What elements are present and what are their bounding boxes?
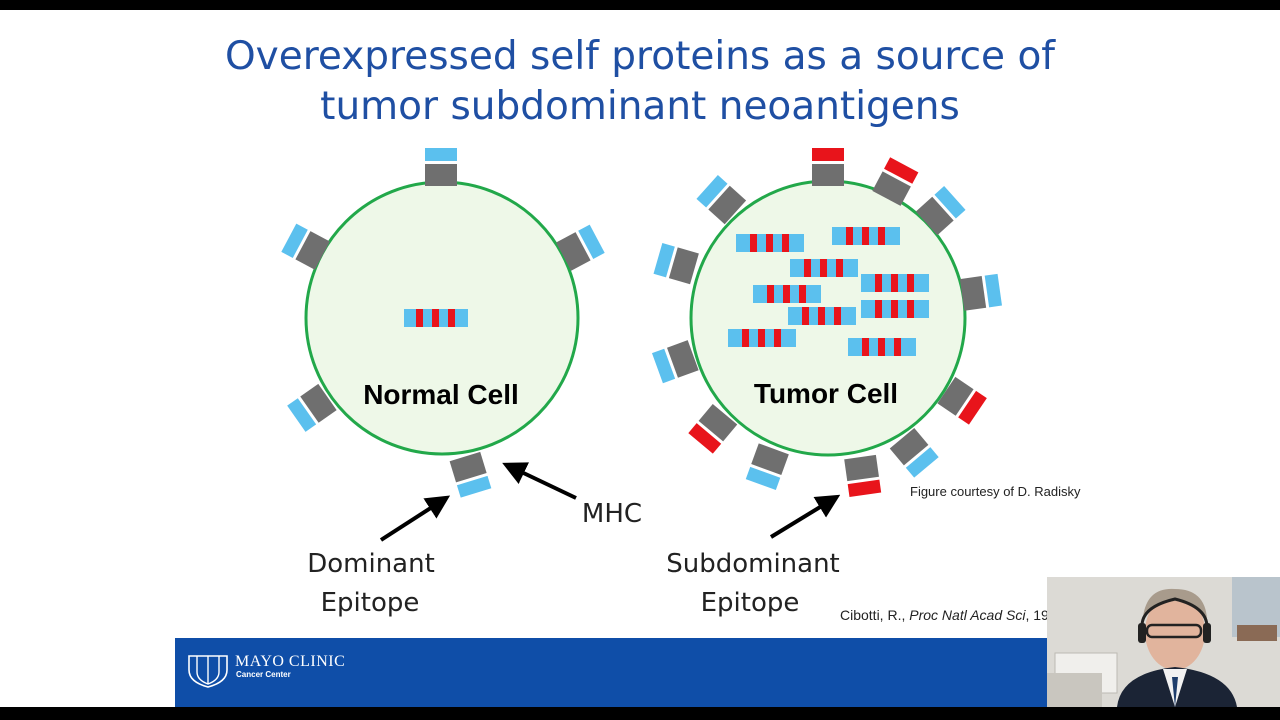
mhc-complex (696, 175, 747, 225)
tumor-cell-proteins (728, 227, 929, 356)
mhc-complex (844, 454, 882, 497)
subdominant-epitope-arrow (769, 494, 841, 539)
tumor-cell-label: Tumor Cell (754, 378, 898, 409)
mhc-arrow (502, 462, 577, 500)
subdominant-label-line2: Epitope (701, 588, 800, 618)
mayo-clinic-logo: MAYO CLINIC Cancer Center (187, 654, 345, 688)
subdominant-label-line1: Subdominant (666, 549, 840, 579)
mhc-complex (812, 148, 844, 186)
logo-name: MAYO CLINIC (235, 653, 346, 670)
dominant-label-line2: Epitope (321, 588, 420, 618)
slide-title-line2: tumor subdominant neoantigens (320, 84, 960, 129)
mayo-shield-icon (188, 655, 228, 688)
citation: Cibotti, R., Proc Natl Acad Sci, 19 (840, 607, 1049, 623)
letterbox-bottom (0, 707, 1280, 720)
mhc-complex (688, 403, 738, 454)
mhc-complex (287, 383, 337, 432)
mhc-complex (745, 443, 789, 491)
slide: Overexpressed self proteins as a source … (0, 10, 1280, 707)
mhc-complex (449, 451, 492, 498)
citation-rest: , 19 (1025, 607, 1049, 623)
tumor-cell: Tumor Cell (651, 148, 1002, 497)
normal-cell-protein (404, 309, 468, 327)
footer-bar: MAYO CLINIC Cancer Center (175, 638, 1055, 707)
citation-author: Cibotti, R., (840, 607, 910, 623)
slide-title-line1: Overexpressed self proteins as a source … (224, 34, 1056, 79)
dominant-label-line1: Dominant (307, 549, 435, 579)
mhc-complex (556, 224, 605, 271)
mhc-complex (889, 427, 939, 478)
dominant-epitope-arrow (379, 495, 451, 542)
cell-diagram: Normal Cell Tumor Cell (281, 148, 1002, 618)
mhc-complex (281, 223, 330, 270)
mhc-complex (653, 243, 699, 285)
mhc-label: MHC (582, 499, 642, 529)
normal-cell-label: Normal Cell (363, 379, 519, 410)
logo-subtitle: Cancer Center (236, 670, 291, 679)
mhc-complex (872, 157, 919, 206)
presenter-video (1047, 577, 1280, 707)
mhc-complex (425, 148, 457, 186)
mhc-complex (937, 376, 987, 425)
mhc-complex (915, 186, 966, 236)
mhc-complex (959, 273, 1002, 311)
normal-cell: Normal Cell (281, 148, 605, 498)
figure-credit: Figure courtesy of D. Radisky (910, 484, 1081, 499)
mhc-complex (651, 340, 699, 384)
webcam-thumbnail (1047, 577, 1280, 707)
citation-journal: Proc Natl Acad Sci (909, 607, 1026, 623)
